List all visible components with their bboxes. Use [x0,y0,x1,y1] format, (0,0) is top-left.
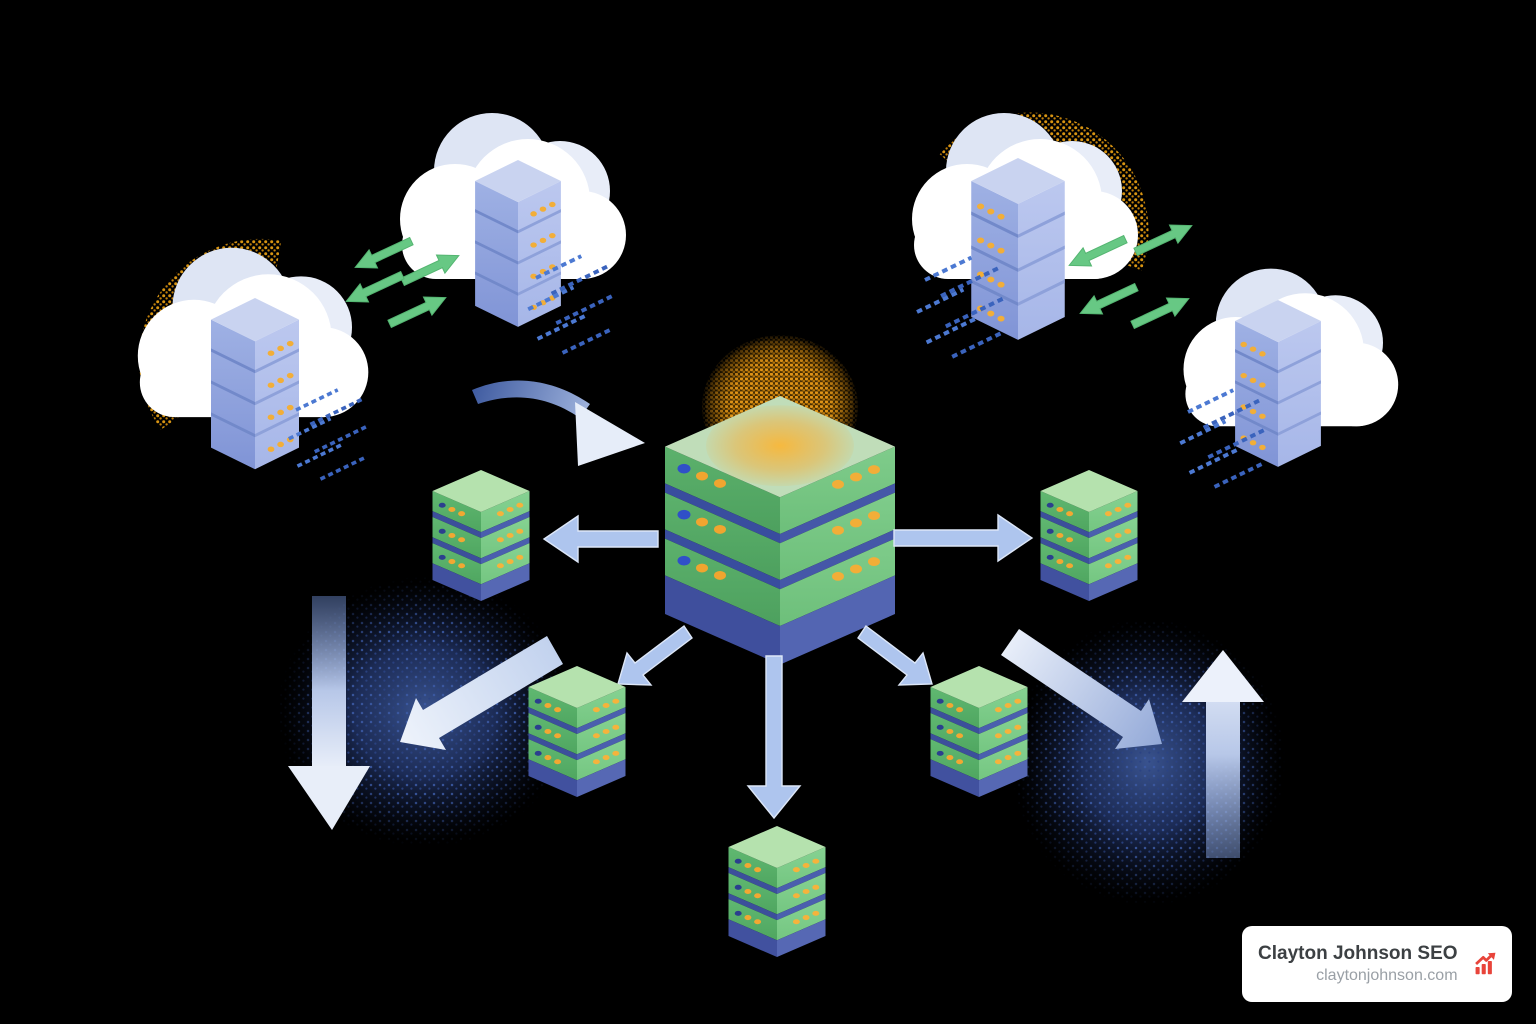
hub-arrows [542,513,1034,820]
arrow-to-bottom-right-server [857,624,933,686]
curved-inbound-arrow [472,380,645,466]
cloud-server-top-right [912,112,1149,357]
satellite-server-left [432,470,530,602]
brand-badge: Clayton Johnson SEO claytonjohnson.com [1242,926,1512,1002]
satellite-server-bottom-right [930,666,1028,798]
cloud-server-upper-middle-left [400,113,626,355]
trending-up-bar-chart-icon [1474,952,1495,975]
brand-text: Clayton Johnson SEO claytonjohnson.com [1258,942,1458,986]
cloud-server-middle-right [1178,268,1399,489]
large-up-arrow [1182,650,1264,858]
central-server [665,335,895,665]
satellite-server-right [1040,470,1138,602]
large-diagonal-arrow-left [400,636,563,750]
led-lights [677,463,880,581]
arrow-to-bottom-server [746,655,802,820]
brand-title: Clayton Johnson SEO [1258,943,1458,965]
brand-url: claytonjohnson.com [1316,966,1458,984]
large-diagonal-arrow-right [1001,629,1162,749]
cloud-server-top-left [137,238,369,481]
satellite-server-bottom-center [728,826,826,958]
large-down-arrow [288,596,370,830]
arrow-to-right-server [893,513,1034,563]
arrow-to-bottom-left-server [617,624,693,686]
arrow-to-left-server [542,514,659,564]
satellite-server-bottom-left [528,666,626,798]
